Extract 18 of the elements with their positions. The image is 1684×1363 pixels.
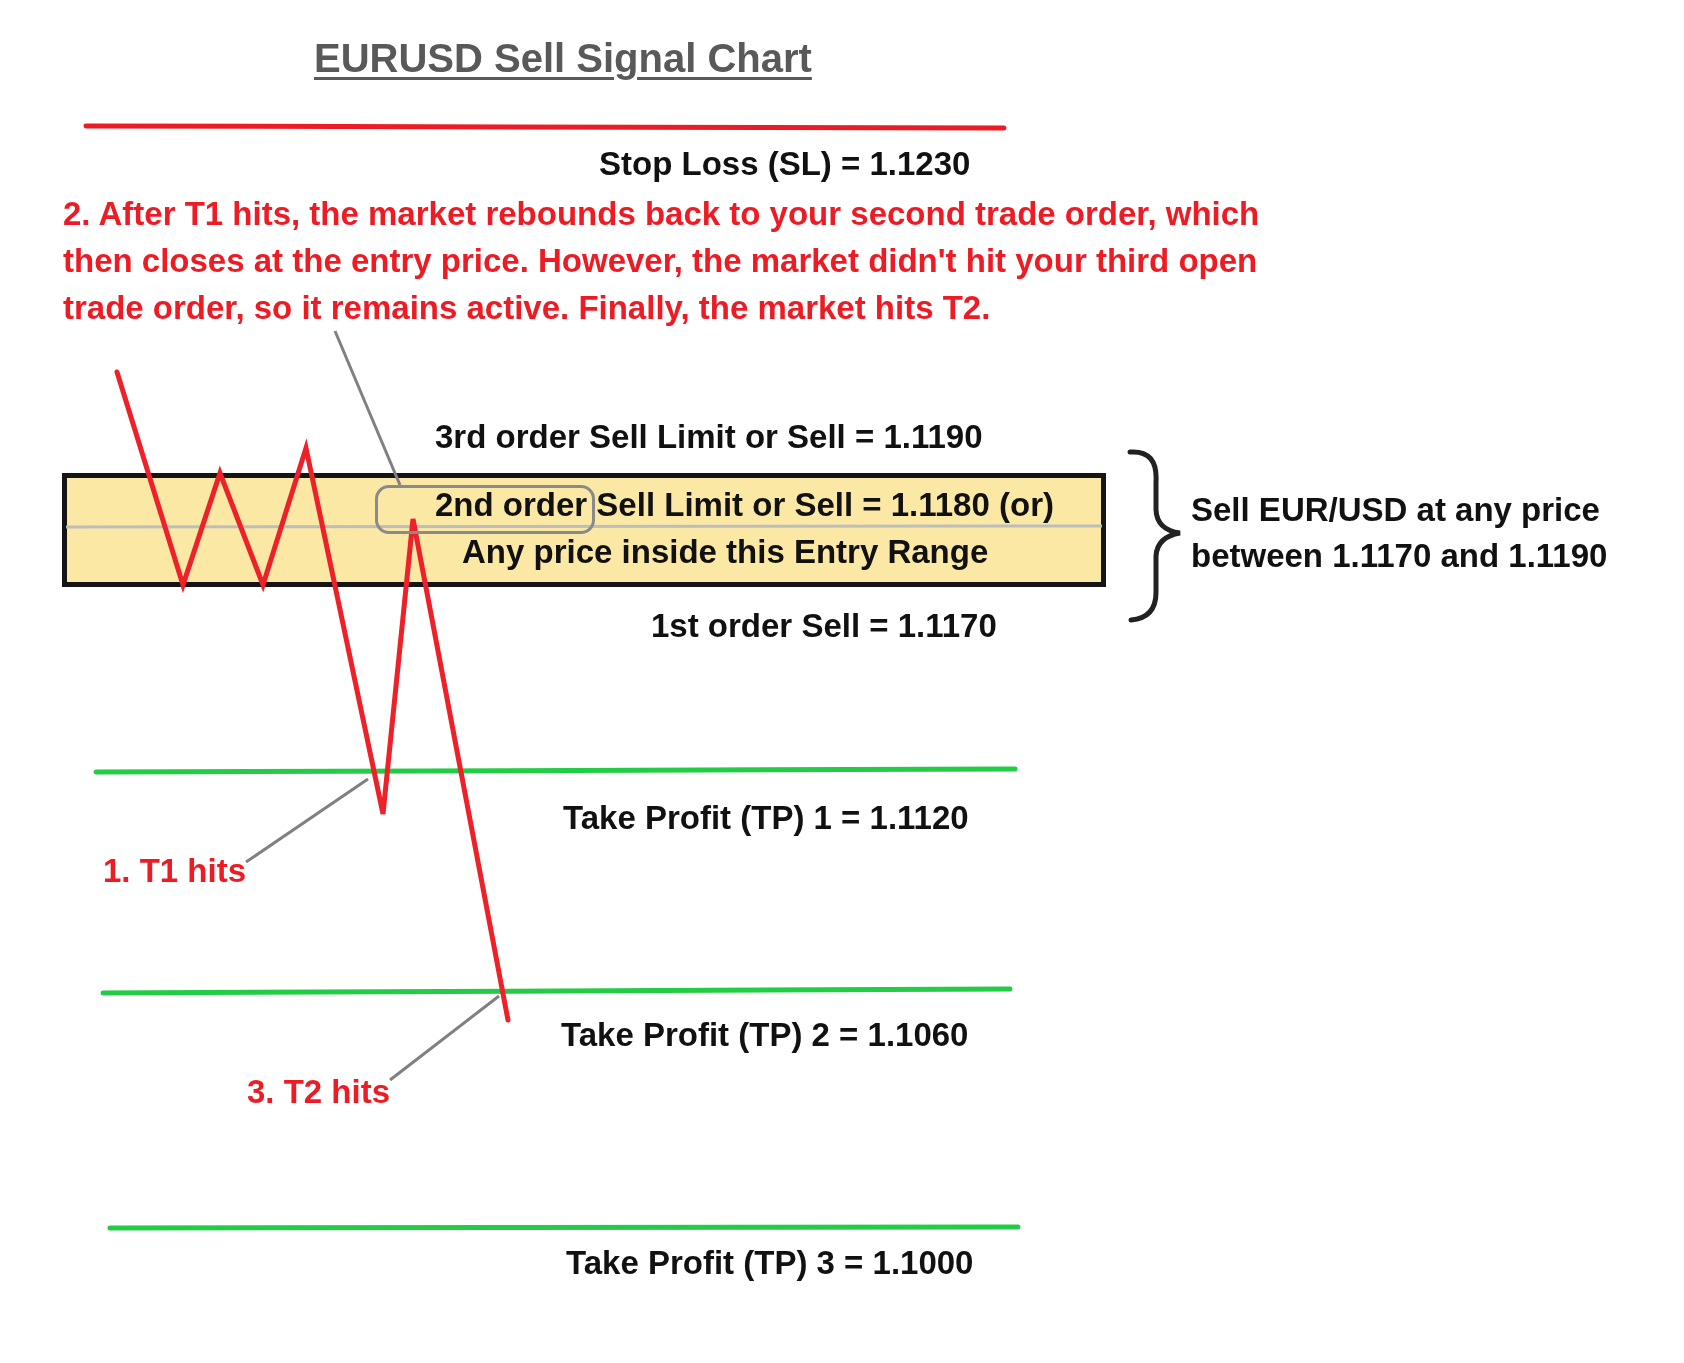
take-profit-label: Take Profit (TP) 1 = 1.1120 [563,798,969,838]
take-profit-label: Take Profit (TP) 2 = 1.1060 [561,1015,969,1055]
annotation-text: 2. After T1 hits, the market rebounds back to your second trade order, which then closes at the entry price. However, the market didn't hit your third open trade order, so it remains active. Finally, the market hits T2. [63,190,1303,331]
leader-line [245,777,369,864]
entry-range-box [62,473,1106,587]
entry-price-text: 2nd order Sell Limit or Sell = 1.1180 (or) [435,487,1054,523]
leader-line [389,994,500,1082]
chart-title: EURUSD Sell Signal Chart [314,35,812,82]
leader-line [333,330,402,486]
take-profit-label: Take Profit (TP) 3 = 1.1000 [566,1243,974,1283]
stop-loss-label: Stop Loss (SL) = 1.1230 [599,144,971,184]
order-level-label: 1st order Sell = 1.1170 [651,606,997,646]
entry-range-note: Sell EUR/USD at any price between 1.1170 and 1.1190 [1191,490,1609,576]
entry-range-text: Any price inside this Entry Range [462,534,989,570]
order-level-label: 3rd order Sell Limit or Sell = 1.1190 [435,417,983,457]
annotation-text: 1. T1 hits [103,851,247,891]
annotation-text: 3. T2 hits [247,1072,391,1112]
highlight-outline [375,485,595,534]
